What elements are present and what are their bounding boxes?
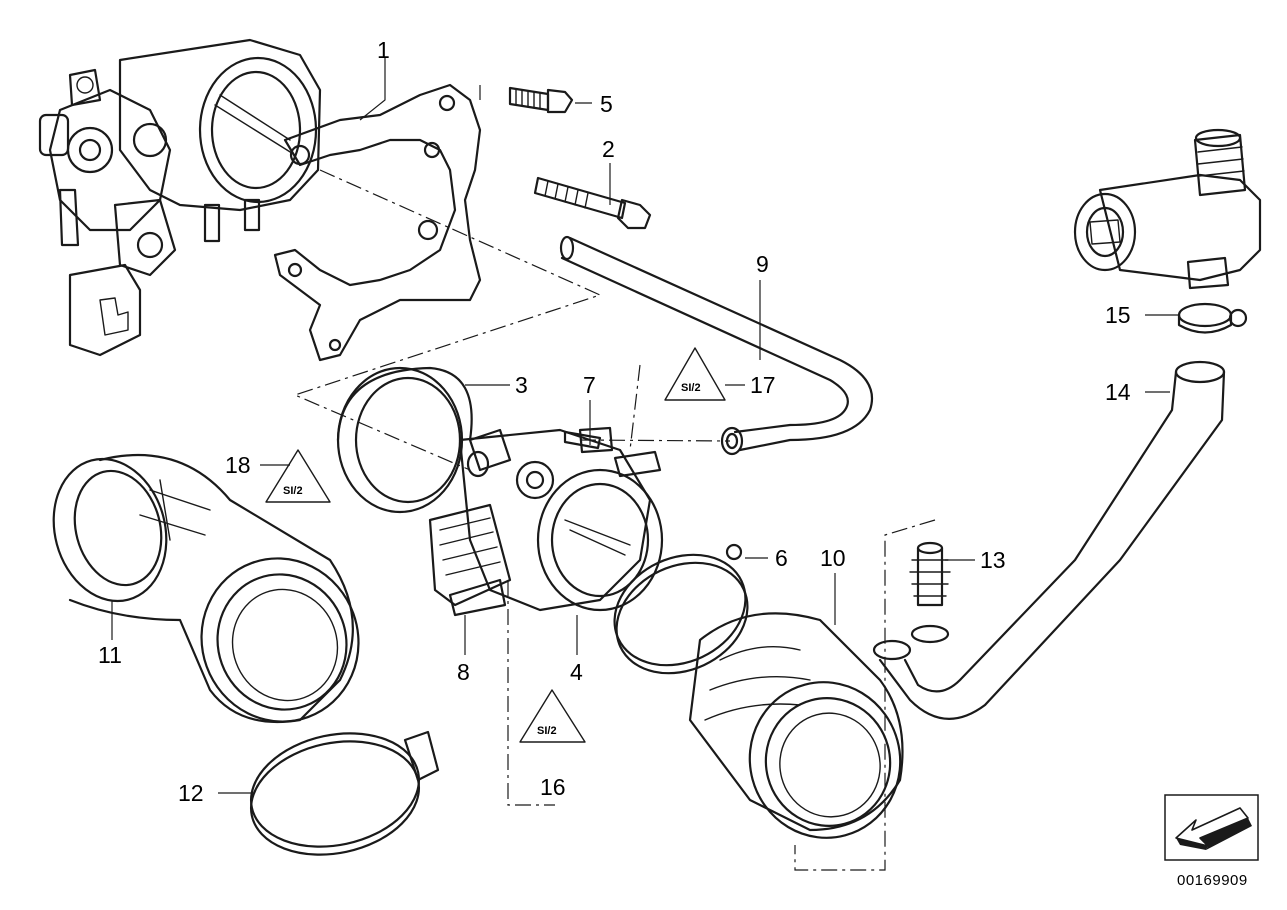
svg-text:SI/2: SI/2 <box>681 382 701 394</box>
callout-7: 7 <box>583 372 596 398</box>
part-9-hose <box>559 235 874 456</box>
callout-8: 8 <box>457 659 470 685</box>
callout-2: 2 <box>602 136 615 162</box>
callout-11: 11 <box>98 642 122 668</box>
callout-15: 15 <box>1105 302 1131 328</box>
callout-3: 3 <box>515 372 528 398</box>
callout-5: 5 <box>600 91 613 117</box>
document-number: 00169909 <box>1177 872 1248 889</box>
callout-12: 12 <box>178 780 204 806</box>
part-10-rubber-boot <box>688 612 904 839</box>
callout-6: 6 <box>775 545 788 571</box>
svg-text:SI/2: SI/2 <box>537 725 557 737</box>
direction-arrow-box <box>1164 794 1259 861</box>
part-14-hose <box>872 360 1226 720</box>
part-13-nozzle <box>909 541 951 644</box>
part-6-clamp <box>613 543 749 675</box>
part-3-ring <box>336 366 473 514</box>
part-12-clamp <box>249 730 440 856</box>
callout-4: 4 <box>570 659 583 685</box>
part-5-bolt <box>508 86 574 114</box>
callout-17: 17 <box>750 372 776 398</box>
warning-triangle-16: SI/2 <box>519 689 586 743</box>
idle-control-valve <box>1073 128 1262 290</box>
warning-triangle-18: SI/2 <box>265 449 331 503</box>
svg-text:SI/2: SI/2 <box>283 485 303 497</box>
callout-18: 18 <box>225 452 251 478</box>
part-1-gasket-bracket <box>273 83 482 362</box>
part-2-long-bolt <box>533 176 652 230</box>
throttle-body <box>428 426 664 617</box>
part-11-rubber-boot <box>52 453 360 724</box>
assembly-dash-lines <box>293 85 936 871</box>
callout-10: 10 <box>820 545 846 571</box>
callout-16: 16 <box>540 774 566 800</box>
leader-lines <box>111 58 1180 794</box>
callout-1: 1 <box>377 37 390 63</box>
part-15-clamp <box>1177 302 1248 334</box>
throttle-assembly-reference <box>38 38 322 357</box>
callout-13: 13 <box>980 547 1006 573</box>
callout-14: 14 <box>1105 379 1131 405</box>
warning-triangle-17: SI/2 <box>664 347 726 401</box>
callout-9: 9 <box>756 251 769 277</box>
